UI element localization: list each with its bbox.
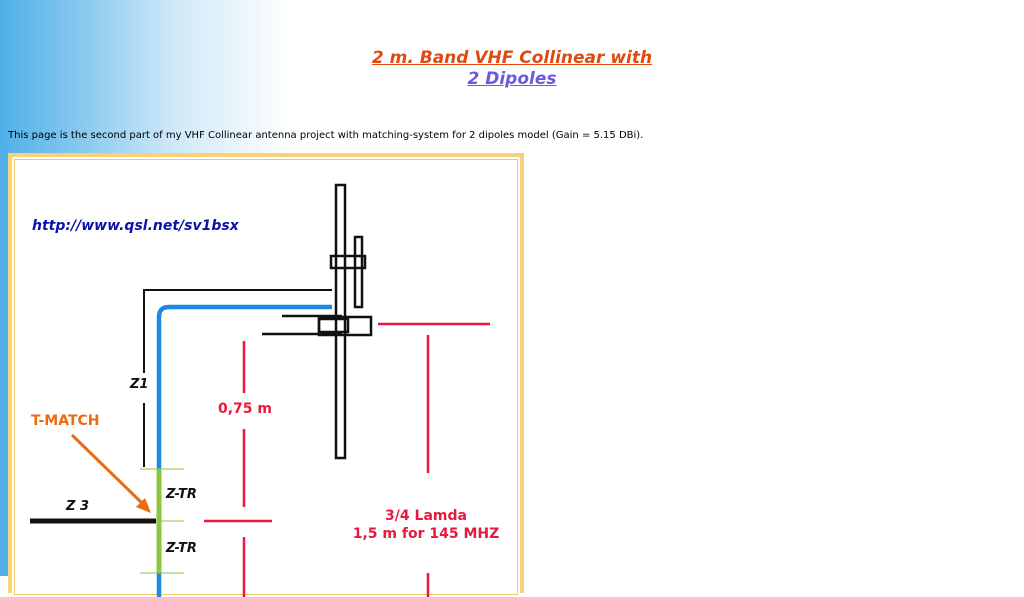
z1-label-gap [128, 373, 156, 403]
antenna-diagram: http://www.qsl.net/sv1bsx Z1 Z [30, 183, 500, 597]
page-title-line1[interactable]: 2 m. Band VHF Collinear with [371, 48, 653, 68]
lower-clamp-inner [317, 317, 350, 334]
dim-lambda-label-line1: 3/4 Lamda [385, 508, 467, 524]
dim-075-label: 0,75 m [218, 401, 272, 417]
upper-stub-element [353, 235, 364, 309]
tmatch-arrow-shaft [70, 433, 146, 507]
diagram-frame: http://www.qsl.net/sv1bsx Z1 Z [8, 153, 524, 597]
ztr-bottom-label: Z-TR [165, 541, 197, 556]
z3-label: Z 3 [65, 499, 89, 514]
tmatch-label: T-MATCH [31, 413, 100, 429]
upper-clamp [329, 254, 367, 270]
ztr-top-label: Z-TR [165, 487, 197, 502]
background-strip [0, 150, 8, 576]
coax-cable [156, 304, 332, 597]
page-title: 2 m. Band VHF Collinear with 2 Dipoles [312, 48, 712, 90]
diagram-url-label: http://www.qsl.net/sv1bsx [32, 218, 240, 234]
tmatch-arrow-head [136, 498, 151, 513]
mast-element [334, 183, 347, 460]
page-title-line2-link[interactable]: 2 Dipoles [467, 69, 557, 89]
intro-text: This page is the second part of my VHF C… [8, 130, 644, 141]
z1-label: Z1 [129, 377, 148, 392]
z1-bracket [143, 289, 332, 467]
dim-lambda-label-line2: 1,5 m for 145 MHZ [353, 526, 500, 542]
diagram-canvas: http://www.qsl.net/sv1bsx Z1 Z [12, 157, 520, 597]
